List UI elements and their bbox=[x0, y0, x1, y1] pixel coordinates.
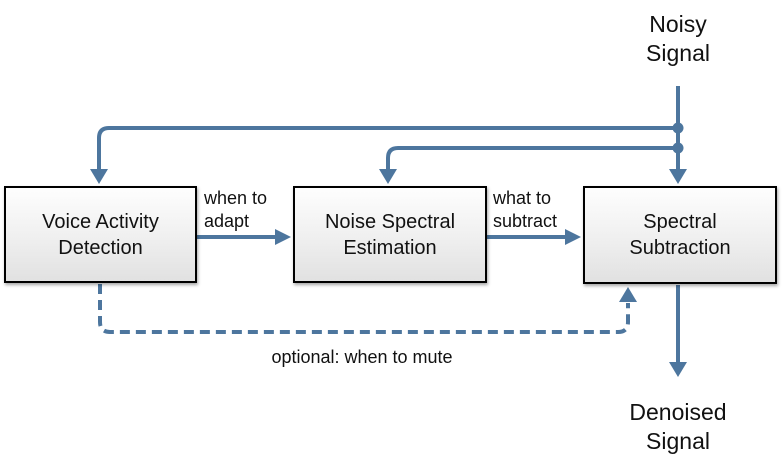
arrow-into-ss-left bbox=[565, 229, 581, 245]
arrow-denoised-output bbox=[669, 362, 687, 377]
arrow-into-vad-top bbox=[90, 169, 108, 184]
node-noise-spectral-estimation: Noise Spectral Estimation bbox=[293, 186, 487, 283]
node-voice-activity-detection: Voice Activity Detection bbox=[4, 186, 197, 283]
arrow-into-spectral-subtraction-top bbox=[669, 169, 687, 184]
node-ss-label: Spectral Subtraction bbox=[629, 211, 731, 259]
branch-to-nse-line bbox=[386, 146, 678, 170]
arrow-into-nse-top bbox=[379, 169, 397, 184]
arrow-into-nse-left bbox=[275, 229, 291, 245]
node-nse-label: Noise Spectral Estimation bbox=[324, 210, 456, 259]
output-signal-label: Denoised Signal bbox=[629, 399, 727, 454]
arrow-into-ss-bottom bbox=[619, 287, 637, 302]
input-signal-label: Noisy Signal bbox=[646, 11, 710, 66]
node-vad-label: Voice Activity Detection bbox=[42, 210, 159, 259]
node-spectral-subtraction: Spectral Subtraction bbox=[583, 186, 777, 284]
edge-label-optional-when-to-mute: optional: when to mute bbox=[271, 347, 453, 367]
junction-dot-lower bbox=[672, 142, 684, 154]
branch-to-vad-line bbox=[97, 126, 678, 170]
edge-label-what-to-subtract: what to subtract bbox=[493, 188, 558, 231]
optional-mute-dashed-line bbox=[98, 284, 630, 334]
junction-dot-upper bbox=[672, 122, 684, 134]
edge-label-when-to-adapt: when to adapt bbox=[204, 188, 268, 231]
